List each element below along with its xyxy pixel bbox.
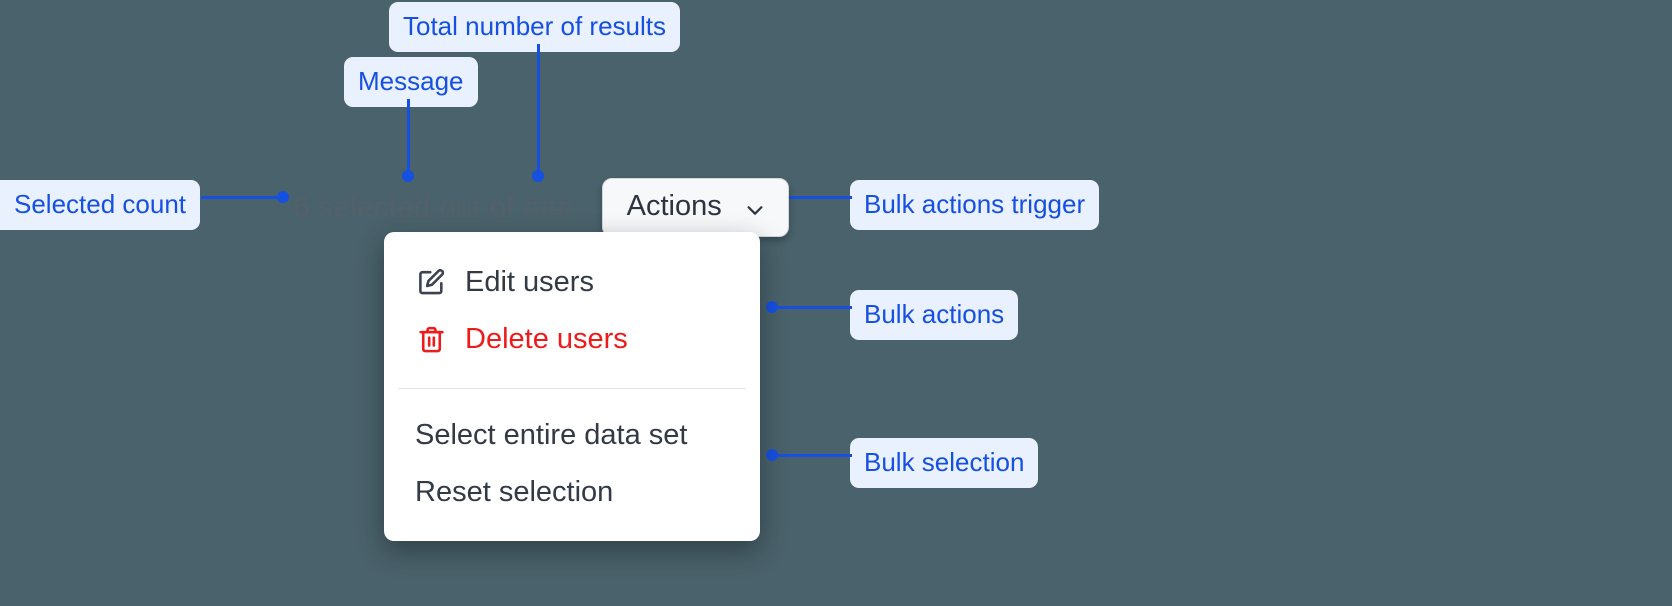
leader-dot-total-results <box>532 170 544 182</box>
menu-item-label: Delete users <box>465 323 628 355</box>
bulk-actions-menu: Edit users Delete users Select entire da… <box>384 232 760 541</box>
leader-dot-bulk-selection <box>766 449 778 461</box>
leader-line-selected-count <box>201 196 283 199</box>
annotation-total-number-of-results: Total number of results <box>389 2 681 52</box>
selection-message: 6 selected out of ### <box>293 190 574 224</box>
annotation-bulk-selection: Bulk selection <box>850 438 1039 488</box>
chevron-down-icon <box>744 196 766 218</box>
bulk-actions-trigger-button[interactable]: Actions <box>601 178 789 237</box>
bulk-actions-trigger-label: Actions <box>626 190 722 222</box>
leader-line-message <box>407 99 410 176</box>
leader-line-bulk-actions <box>772 306 852 309</box>
menu-item-reset-selection[interactable]: Reset selection <box>384 464 760 521</box>
trash-icon <box>415 324 447 356</box>
leader-dot-bulk-actions <box>766 301 778 313</box>
annotation-message: Message <box>344 57 478 107</box>
bulk-selection-bar: 6 selected out of ### Actions <box>293 178 789 237</box>
leader-line-bulk-selection <box>772 454 852 457</box>
annotation-bulk-actions-trigger: Bulk actions trigger <box>850 180 1100 230</box>
leader-dot-selected-count <box>277 191 289 203</box>
leader-line-bulk-actions-trigger <box>772 196 852 199</box>
menu-item-label: Reset selection <box>415 476 614 508</box>
annotation-bulk-actions: Bulk actions <box>850 290 1019 340</box>
annotation-selected-count: Selected count <box>0 180 201 230</box>
menu-item-label: Edit users <box>465 266 594 298</box>
menu-item-delete-users[interactable]: Delete users <box>384 311 760 368</box>
leader-dot-message <box>402 170 414 182</box>
menu-item-edit-users[interactable]: Edit users <box>384 254 760 311</box>
leader-line-total-results <box>537 44 540 176</box>
menu-item-label: Select entire data set <box>415 419 688 451</box>
menu-item-select-entire-data-set[interactable]: Select entire data set <box>384 407 760 464</box>
pencil-square-icon <box>415 267 447 299</box>
menu-divider <box>398 388 746 389</box>
